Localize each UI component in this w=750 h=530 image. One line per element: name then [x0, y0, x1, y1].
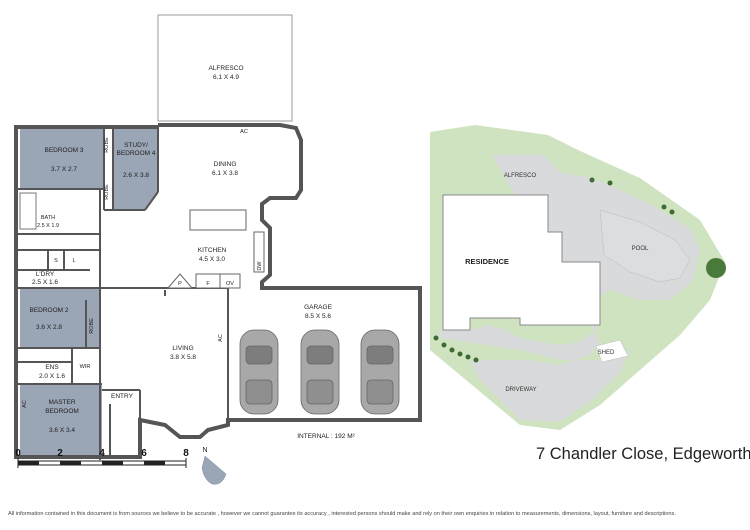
alfresco-name: ALFRESCO: [208, 65, 243, 72]
car-2-rear: [306, 379, 334, 405]
car-3-rear: [366, 379, 394, 405]
shed-area: [595, 339, 629, 363]
garage-name: GARAGE: [304, 304, 332, 311]
bedroom2-dims: 3.6 X 2.8: [36, 324, 62, 331]
car-2-windscreen: [306, 345, 334, 365]
site-driveway-label: DRIVEWAY: [505, 387, 536, 393]
scale-tick-4: 4: [99, 448, 105, 459]
residence-footprint: [442, 194, 601, 331]
pantry-label: P: [178, 281, 182, 287]
exterior-walls: [14, 123, 422, 459]
tree-icon: [706, 258, 726, 278]
scale-tick-2: 2: [57, 448, 63, 459]
linen-label: L: [72, 258, 75, 264]
study-name-2: BEDROOM 4: [116, 150, 155, 157]
scale-tick-8: 8: [183, 448, 189, 459]
laundry-dims: 2.5 X 1.6: [32, 279, 58, 286]
dining-dims: 6.1 X 3.8: [212, 170, 238, 177]
ensuite-name: ENS: [45, 364, 59, 371]
car-3-windscreen: [366, 345, 394, 365]
master-name: MASTER: [48, 399, 75, 406]
bathtub: [19, 192, 37, 230]
study-fill: [113, 127, 158, 210]
scale-tick-0: 0: [15, 448, 21, 459]
bedroom3-dims: 3.7 X 2.7: [51, 166, 77, 173]
property-address: 7 Chandler Close, Edgeworth: [536, 445, 750, 463]
garage-dims: 8.5 X 5.6: [305, 313, 331, 320]
floor-plan: ALFRESCO 6.1 X 4.9 BEDROOM 3 3.7 X 2.7 S…: [14, 14, 422, 485]
kitchen-island: [189, 209, 247, 231]
living-name: LIVING: [172, 345, 193, 352]
bedroom2-fill: [20, 288, 100, 348]
oven-space: [219, 273, 241, 289]
site-alfresco-label: ALFRESCO: [504, 173, 537, 179]
study-dims: 2.6 X 3.8: [123, 172, 149, 179]
interior-walls: [16, 127, 229, 460]
alfresco-dims: 6.1 X 4.9: [213, 74, 239, 81]
kitchen-joinery: [166, 209, 265, 289]
disclaimer-text: All information contained in this docume…: [8, 511, 676, 517]
internal-area: INTERNAL : 192 M²: [297, 433, 355, 440]
site-plan: RESIDENCE ALFRESCO POOL SHED DRIVEWAY: [430, 125, 726, 430]
fixture-labels: ROBE ROBE ROBE WIR AC AC AC DW P F OV S …: [22, 129, 263, 408]
kitchen-name: KITCHEN: [198, 247, 227, 254]
outer-wall: [14, 123, 422, 459]
car-1-windscreen: [245, 345, 273, 365]
ac-label-dining: AC: [240, 129, 248, 135]
master-name-2: BEDROOM: [45, 408, 79, 415]
robe-label-2: ROBE: [104, 184, 110, 200]
compass-north-label: N: [202, 447, 207, 454]
kitchen-dims: 4.5 X 3.0: [199, 256, 225, 263]
laundry-name: L'DRY: [36, 271, 55, 278]
ac-label-living: AC: [218, 334, 224, 342]
entry-name: ENTRY: [111, 393, 134, 400]
site-residence-label: RESIDENCE: [465, 257, 509, 266]
site-pool-label: POOL: [632, 246, 649, 252]
bath-dims: 2.5 X 1.9: [37, 223, 59, 229]
master-fill: [20, 384, 102, 457]
living-dims: 3.8 X 5.8: [170, 354, 196, 361]
dishwasher-label: DW: [257, 261, 263, 271]
master-dims: 3.6 X 3.4: [49, 427, 75, 434]
study-name: STUDY/: [124, 142, 148, 149]
robe-label-3: ROBE: [89, 318, 95, 334]
compass-icon: N: [201, 447, 227, 485]
bedroom2-name: BEDROOM 2: [29, 307, 68, 314]
kitchen-bench: [253, 231, 265, 273]
room-labels: ALFRESCO 6.1 X 4.9 BEDROOM 3 3.7 X 2.7 S…: [29, 65, 332, 434]
pantry-box: [166, 273, 194, 289]
wir-label: WIR: [80, 364, 91, 370]
bath-name: BATH: [41, 215, 55, 221]
pool-area: [599, 209, 691, 283]
ac-label-master: AC: [22, 400, 28, 408]
bedroom3-name: BEDROOM 3: [44, 147, 83, 154]
dining-name: DINING: [214, 161, 237, 168]
alfresco-area: [157, 14, 293, 122]
scale-bar: 0 2 4 6 8: [15, 448, 189, 468]
ensuite-dims: 2.0 X 1.6: [39, 373, 65, 380]
shower-label: S: [54, 258, 58, 264]
scale-tick-6: 6: [141, 448, 147, 459]
fridge-label: F: [206, 281, 210, 287]
car-1-rear: [245, 379, 273, 405]
garage-cars: [239, 329, 400, 415]
bedroom3-fill: [20, 127, 104, 189]
hedge-row: [433, 177, 675, 363]
site-shed-label: SHED: [598, 350, 615, 356]
robe-label-1: ROBE: [104, 137, 110, 153]
oven-label: OV: [226, 281, 234, 287]
